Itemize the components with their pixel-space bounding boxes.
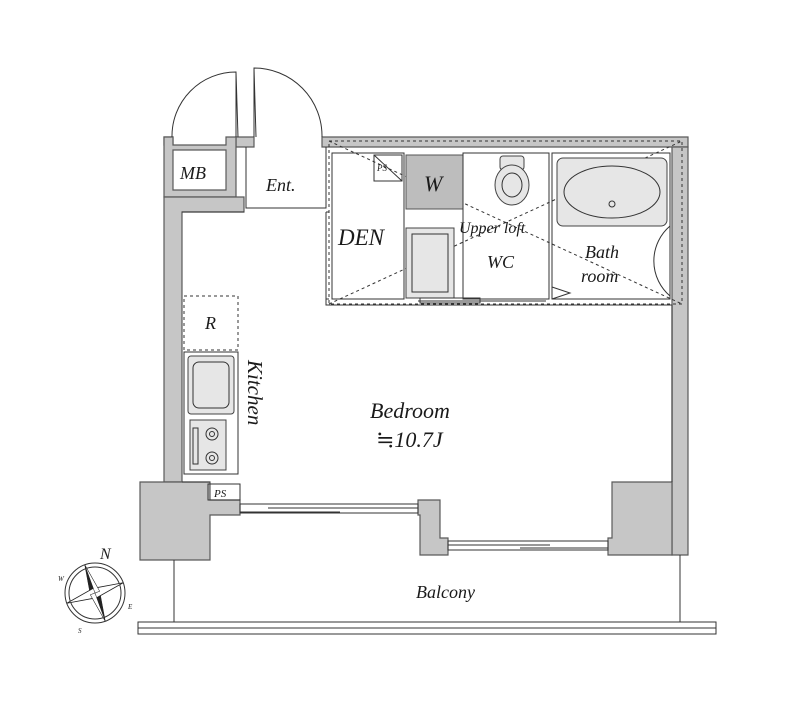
compass-icon [64,562,126,624]
kitchen-counter [183,351,239,475]
compass-west-label: W [58,575,65,583]
bottom-right-column [607,481,673,556]
label-upper-loft: Upper loft [459,220,526,237]
entrance-doors [171,67,323,138]
top-wall-ent [235,136,255,148]
label-wc: WC [487,252,515,272]
vanity-inner [411,233,449,293]
label-ps-bottom: PS [213,488,227,500]
den-door-slot [325,211,333,300]
ps-top-diag [373,154,403,182]
label-ent: Ent. [265,175,296,195]
toilet-icon [494,155,530,206]
label-bedroom-size: ≒10.7J [376,427,444,452]
compass-north-label: N [99,546,112,563]
kitchen-area [183,295,239,475]
label-bath-1: Bath [585,242,619,262]
fridge-space [183,295,239,351]
label-w: W [424,171,444,196]
wc-room [462,152,550,300]
bath-door-step [551,286,572,300]
label-bath-2: room [581,266,618,286]
mb-wall [163,136,237,198]
compass-east-label: E [127,603,133,611]
label-bedroom: Bedroom [370,398,450,423]
sink-icon [187,355,235,415]
door-arc-left [171,71,237,138]
washer-space [405,154,464,210]
top-wall-right [321,136,689,148]
label-kitchen: Kitchen [243,359,267,425]
bath-door-arc [653,225,671,297]
balcony-area [137,555,717,635]
vanity-cabinet [405,227,455,299]
label-r: R [204,313,216,333]
ps-top-box [373,154,403,182]
ps-bottom-box [207,483,241,501]
windows [239,503,609,551]
door-arc-right [253,67,323,138]
label-mb: MB [179,163,206,183]
stove-icon [189,419,227,471]
label-den: DEN [337,225,386,250]
entrance-box [245,147,327,209]
right-wall [671,146,689,556]
sliding-door-panel [419,297,481,304]
compass-south-label: S [78,627,82,635]
bottom-mid-wall [417,499,449,556]
bottom-left-column [139,481,241,561]
door-leaf-left [235,71,239,138]
label-balcony: Balcony [416,582,475,602]
bathtub-icon [556,157,668,227]
loft-outline [328,140,683,305]
door-leaf-right [253,67,257,138]
label-ps-top: PS [376,163,387,173]
